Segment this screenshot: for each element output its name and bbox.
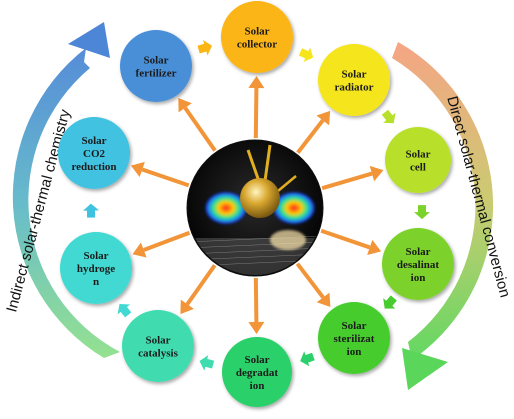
node-circle — [382, 228, 454, 300]
ring-arrow-degradation-to-catalysis — [199, 355, 215, 371]
ring-arrow-catalysis-to-hydrogen — [117, 304, 132, 318]
node-label-line: Solar — [244, 354, 269, 366]
spoke-arrow-radiator — [296, 110, 331, 154]
node-label-line: Solar — [143, 55, 168, 67]
node-label-line: cell — [410, 162, 426, 174]
spoke-arrow-co2 — [130, 161, 190, 188]
ring-arrow-fertilizer-to-collector — [197, 40, 212, 56]
node-circle — [122, 310, 194, 382]
node-circle — [58, 117, 130, 189]
left-arc-arrow — [12, 48, 120, 358]
node-label-line: hydroge — [77, 263, 115, 275]
node-label-line: fertilizer — [136, 68, 177, 80]
node-label-line: ion — [411, 272, 426, 284]
node-label-line: radiator — [334, 82, 373, 94]
spoke-arrow-desalination — [320, 228, 382, 255]
ring-arrow-sterilization-to-degradation — [300, 351, 315, 367]
node-label-line: Solar — [81, 135, 106, 147]
node-circle — [318, 44, 390, 116]
node-label-line: Solar — [145, 335, 170, 347]
node-label-line: Solar — [405, 149, 430, 161]
node-circle — [385, 127, 451, 193]
spoke-arrow-fertilizer — [178, 97, 217, 152]
node-label-line: collector — [237, 39, 277, 51]
spoke-arrow-collector — [248, 75, 265, 139]
node-label-line: Solar — [405, 246, 430, 258]
right-arc-arrow — [392, 42, 494, 360]
node-label-line: Solar — [341, 69, 366, 81]
spoke-arrows — [130, 75, 384, 335]
spoke-arrow-hydrogen — [132, 230, 191, 258]
node-label-line: sterilizat — [334, 333, 375, 345]
ring-arrow-hydrogen-to-co2 — [83, 203, 99, 218]
node-label-line: Solar — [244, 26, 269, 38]
spoke-arrow-cell — [321, 165, 384, 191]
node-label-line: desalinat — [397, 259, 440, 271]
node-label-line: ion — [250, 380, 265, 392]
spoke-arrow-sterilization — [295, 262, 331, 307]
node-circle — [221, 1, 293, 73]
node-label-line: catalysis — [138, 348, 178, 360]
center-illustration — [186, 139, 324, 277]
node-circle — [120, 30, 192, 102]
node-circle — [222, 337, 292, 407]
node-label-line: n — [93, 276, 99, 288]
node-label-line: reduction — [71, 161, 116, 173]
ring-arrow-cell-to-desalination — [414, 205, 430, 220]
solar-nodes: SolarcollectorSolarradiatorSolarcellSola… — [58, 1, 454, 407]
node-label-line: Solar — [83, 250, 108, 262]
node-label-line: ion — [347, 346, 362, 358]
ring-arrow-desalination-to-sterilization — [383, 295, 397, 309]
spoke-arrow-catalysis — [180, 264, 217, 315]
node-circle — [318, 302, 390, 374]
ring-arrows — [83, 40, 430, 371]
node-label-line: Solar — [341, 320, 366, 332]
node-label-line: CO2 — [83, 148, 106, 160]
left-arc-arrowhead — [68, 22, 110, 58]
node-label-line: degradat — [236, 367, 279, 379]
right-arc-arrowhead — [402, 348, 448, 390]
spoke-arrow-degradation — [248, 277, 265, 335]
node-circle — [60, 232, 132, 304]
ring-arrow-radiator-to-cell — [381, 109, 396, 124]
ring-arrow-collector-to-radiator — [298, 47, 314, 62]
